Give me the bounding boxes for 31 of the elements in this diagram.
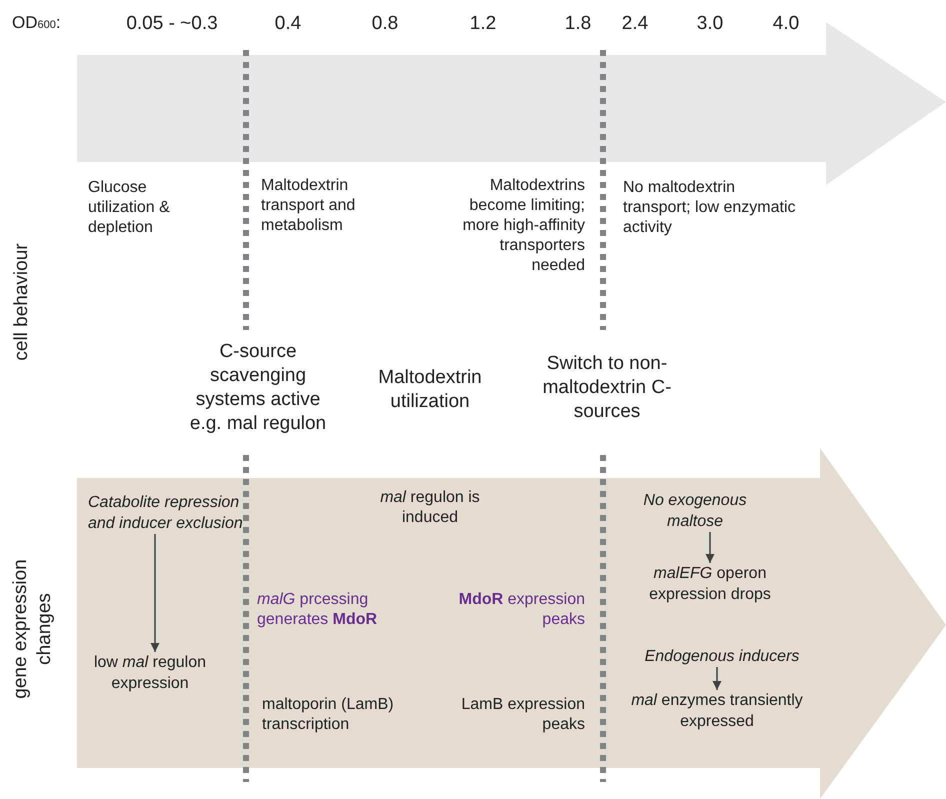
step-text: mal enzymes transiently expressed xyxy=(617,690,817,732)
expression-note: MdoR expression peaks xyxy=(458,590,585,630)
arrow xyxy=(150,534,160,652)
od-value: 3.0 xyxy=(696,12,724,36)
od-value: 0.4 xyxy=(274,12,302,36)
axis-title: gene expression changes xyxy=(9,558,56,701)
od-value: 0.8 xyxy=(370,12,400,36)
phase-note: Glucose utilization & depletion xyxy=(88,178,171,238)
expression-note: maltoporin (LamB) transcription xyxy=(262,695,395,735)
axis-title: cell behaviour xyxy=(10,242,33,363)
step-text: No exogenous maltose xyxy=(620,490,770,532)
expression-note: malG prcessing generates MdoR xyxy=(257,590,378,630)
step-text: Endogenous inducers xyxy=(622,646,822,667)
step-text: Catabolite repression and inducer exclusion xyxy=(88,492,248,534)
phase-title: Maltodextrin utilization xyxy=(377,366,483,414)
od-value: 1.8 xyxy=(564,12,592,36)
expression-note: LamB expression peaks xyxy=(460,695,585,735)
od-value: 1.2 xyxy=(468,12,498,36)
step-text: malEFG operon expression drops xyxy=(620,563,800,605)
arrow xyxy=(712,667,722,690)
od-value: 0.05 - ~0.3 xyxy=(125,12,219,36)
phase-note: Maltodextrins become limiting; more high-affinity transporters needed xyxy=(462,176,585,276)
phase-title: C-source scavenging systems active e.g. mal regulon xyxy=(188,340,328,436)
step-text: low mal regulon expression xyxy=(75,652,225,694)
phase-title: Switch to non-maltodextrin C-sources xyxy=(542,352,672,424)
phase-note: Maltodextrin transport and metabolism xyxy=(261,176,356,236)
od-value: 4.0 xyxy=(772,12,800,36)
arrow xyxy=(706,532,714,563)
phase-note: No maltodextrin transport; low enzymatic activity xyxy=(623,178,797,238)
od-value: 2.4 xyxy=(620,12,650,36)
expression-note: mal regulon is induced xyxy=(379,488,481,528)
